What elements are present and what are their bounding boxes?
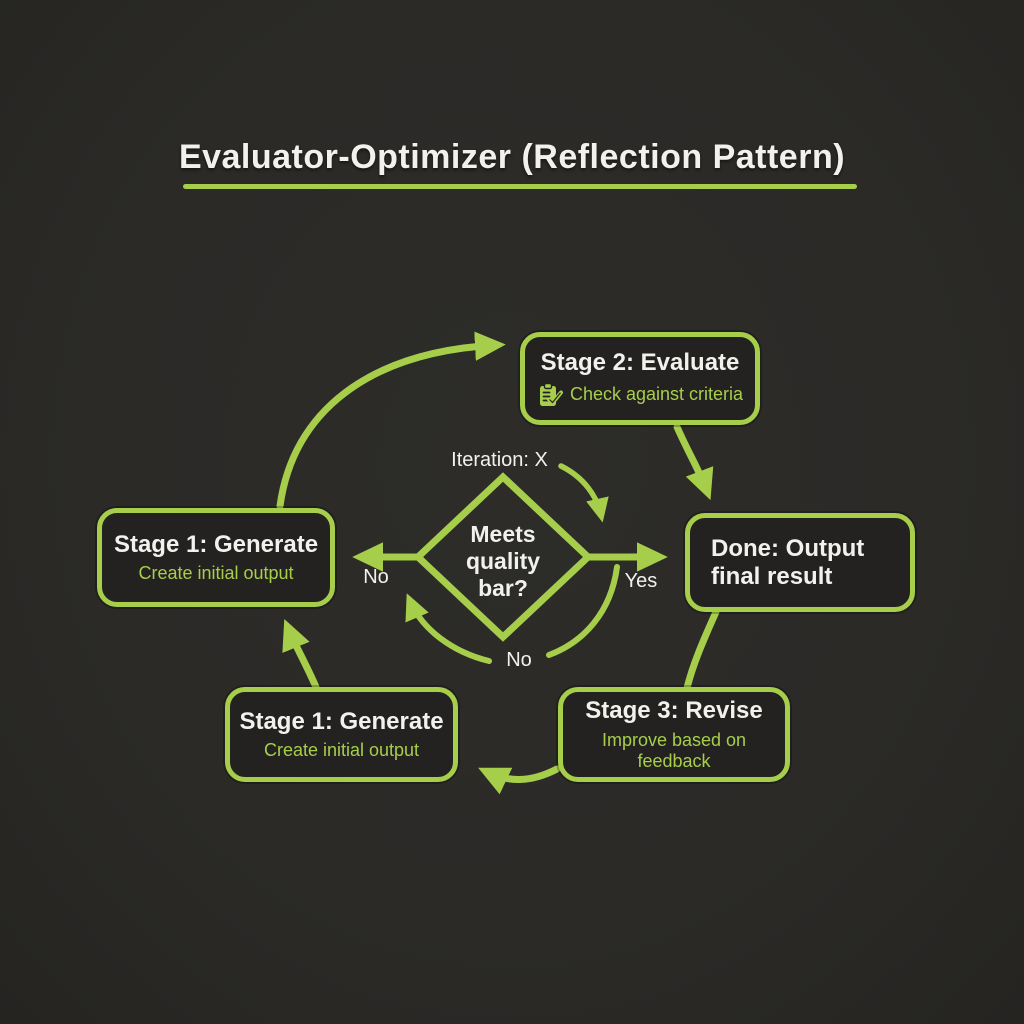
node-title: Stage 2: Evaluate [540,349,740,377]
iteration-label: Iteration: X [451,449,548,471]
decision-diamond [412,472,594,642]
node-stage3-revise: Stage 3: Revise Improve based on feedbac… [558,687,790,782]
connector-done-to-revise [683,608,720,692]
yes-label: Yes [624,570,658,592]
node-subtitle: Create initial output [263,740,420,761]
arrow-iteration-into-decision [558,463,609,523]
decision-question: Meets quality bar? [465,521,541,602]
arrow-revise-to-generate [478,765,561,795]
no-label-left: No [363,566,389,588]
arrow-generate-to-evaluate [276,331,506,510]
clipboard-check-icon [539,382,563,406]
node-title: Stage 3: Revise [585,697,763,725]
arc-no-loop-right [546,564,620,658]
no-label-bottom: No [506,649,532,671]
node-subtitle: Improve based on feedback [601,729,747,771]
node-title: Stage 1: Generate [239,707,444,735]
arrow-generate2-to-generate1 [282,618,320,691]
page-title: Evaluator-Optimizer (Reflection Pattern) [178,138,846,176]
node-stage1-generate-bottom: Stage 1: Generate Create initial output [225,687,458,782]
node-done-output: Done: Output final result [685,513,915,612]
node-title: Stage 1: Generate [113,530,319,558]
node-subtitle: Create initial output [138,563,294,584]
node-subtitle: Check against criteria [537,382,743,408]
arc-no-loop-left [405,593,492,664]
arrow-evaluate-to-done [673,423,714,501]
node-stage2-evaluate: Stage 2: Evaluate Check against criteria [520,332,760,425]
node-stage1-generate-left: Stage 1: Generate Create initial output [97,508,335,607]
node-title: Done: Output final result [711,534,865,590]
node-subtitle-text: Check against criteria [569,384,744,405]
title-underline [183,184,857,189]
